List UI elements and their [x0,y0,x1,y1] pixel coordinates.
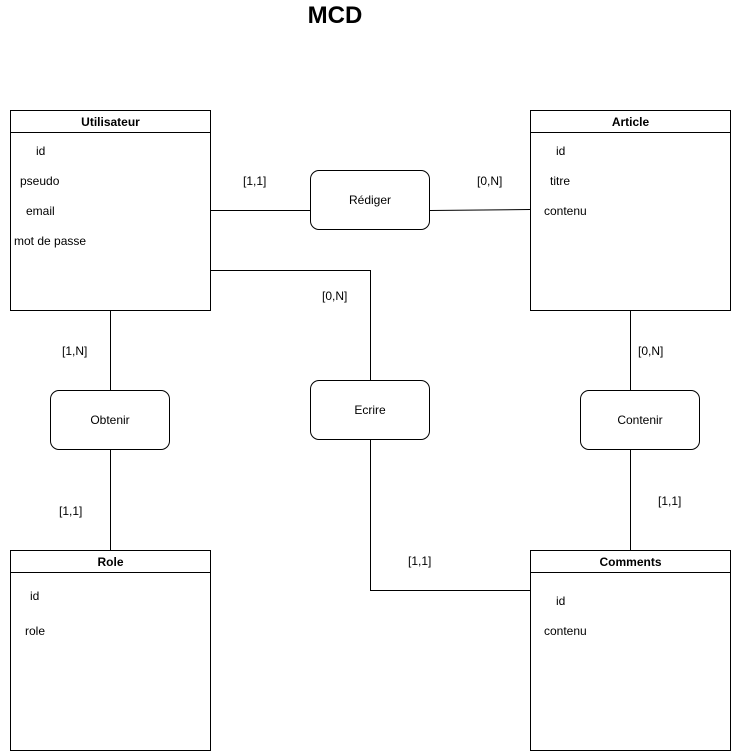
relation-obtenir-label: Obtenir [90,413,130,427]
attribute-role: role [25,624,46,638]
attribute-pseudo: pseudo [20,174,60,188]
cardinality-article-contenir: [0,N] [638,344,664,358]
attribute-titre: titre [550,174,571,188]
cardinality-comments-contenir: [1,1] [658,494,682,508]
cardinality-utilisateur-ecrire: [0,N] [322,289,348,303]
relation-obtenir[interactable]: Obtenir [50,390,170,450]
relation-contenir-label: Contenir [617,413,663,427]
relation-contenir[interactable]: Contenir [580,390,700,450]
relation-rediger[interactable]: Rédiger [310,170,430,230]
relation-rediger-label: Rédiger [348,193,392,207]
attribute-contenu: contenu [544,624,587,638]
attribute-contenu: contenu [544,204,587,218]
cardinality-utilisateur-rediger: [1,1] [243,174,267,188]
entity-comments[interactable]: Comments id contenu [530,550,731,751]
entity-comments-name: Comments [531,551,730,573]
entity-utilisateur[interactable]: Utilisateur id pseudo email mot de passe [10,110,211,311]
relation-ecrire[interactable]: Ecrire [310,380,430,440]
entity-role-name: Role [11,551,210,573]
line-utilisateur-ecrire [210,270,371,380]
attribute-id: id [556,594,566,608]
diagram-title: MCD [307,2,363,29]
line-rediger-article [429,209,531,211]
entity-role[interactable]: Role id role [10,550,211,751]
cardinality-utilisateur-obtenir: [1,N] [62,344,88,358]
attribute-id: id [36,144,46,158]
entity-article-name: Article [531,111,730,133]
attribute-mot-de-passe: mot de passe [14,234,87,248]
attribute-id: id [30,589,40,603]
entity-article[interactable]: Article id titre contenu [530,110,731,311]
cardinality-article-rediger: [0,N] [477,174,503,188]
attribute-email: email [26,204,55,218]
line-ecrire-comments [370,440,530,591]
cardinality-comments-ecrire: [1,1] [408,554,432,568]
relation-ecrire-label: Ecrire [354,403,386,417]
cardinality-role-obtenir: [1,1] [59,504,83,518]
attribute-id: id [556,144,566,158]
entity-utilisateur-name: Utilisateur [11,111,210,133]
